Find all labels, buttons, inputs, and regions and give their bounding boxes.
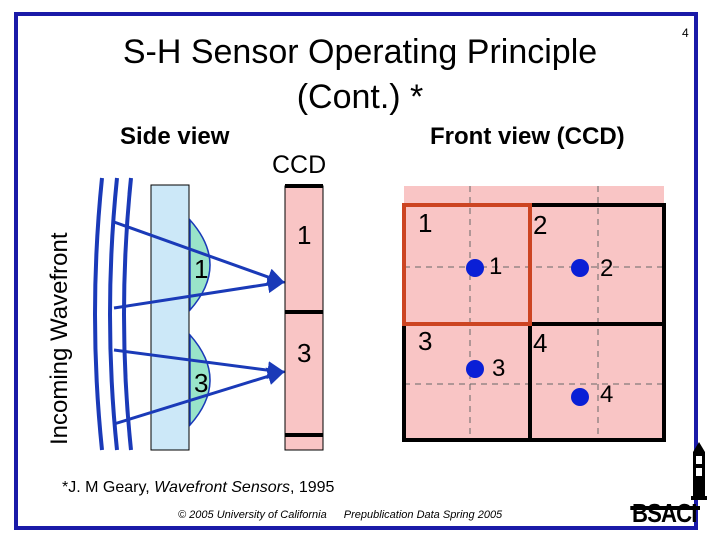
spot-label-1: 1 — [489, 253, 503, 280]
side-view-label: Side view — [120, 123, 230, 150]
bsac-logo: BSACI — [630, 498, 700, 528]
front-view-label: Front view (CCD) — [430, 123, 625, 150]
lenslet-1 — [189, 218, 211, 312]
reference-book-title: Wavefront Sensors — [154, 479, 290, 496]
ccd-label: CCD — [272, 151, 327, 179]
quadrant-label-1: 1 — [418, 208, 433, 238]
title-line-2: (Cont.) * — [296, 78, 424, 116]
wavefront-lines — [93, 177, 133, 451]
ccd-side-label-1: 1 — [297, 220, 312, 250]
wavefront-line-2 — [108, 177, 119, 451]
spot-1 — [466, 259, 484, 277]
campanile-logo-icon — [691, 442, 707, 500]
spot-label-4: 4 — [600, 381, 614, 408]
ccd-side-label-3: 3 — [297, 338, 312, 368]
prepublication-note: Prepublication Data Spring 2005 — [343, 509, 503, 521]
slide-frame — [14, 12, 698, 530]
highlighted-subaperture — [402, 203, 532, 326]
spot-3 — [466, 360, 484, 378]
page-number: 4 — [682, 26, 689, 40]
lenslet-label-1: 1 — [194, 254, 209, 284]
spot-label-2: 2 — [600, 255, 614, 282]
spot-4 — [571, 388, 589, 406]
rays — [113, 220, 286, 426]
lenslet-3 — [189, 333, 211, 427]
wavefront-line-1 — [93, 177, 104, 451]
ccd-side-strip — [284, 185, 324, 451]
quadrant-label-4: 4 — [533, 328, 548, 358]
ccd-front-view — [402, 186, 666, 442]
reference-citation: *J. M Geary, Wavefront Sensors, 1995 — [62, 479, 335, 496]
ccd-front-surface — [404, 186, 664, 440]
wavefront-line-3 — [122, 177, 133, 451]
quadrant-label-3: 3 — [418, 326, 433, 356]
quadrant-label-2: 2 — [533, 210, 548, 240]
spot-label-3: 3 — [492, 355, 506, 382]
lenslet-label-3: 3 — [194, 368, 209, 398]
slide-title: S-H Sensor Operating Principle (Cont.) * — [70, 30, 650, 120]
footer: © 2005 University of California Prepubli… — [178, 509, 502, 521]
title-line-1: S-H Sensor Operating Principle — [122, 33, 598, 71]
copyright-text: © 2005 University of California — [178, 509, 327, 521]
spot-2 — [571, 259, 589, 277]
